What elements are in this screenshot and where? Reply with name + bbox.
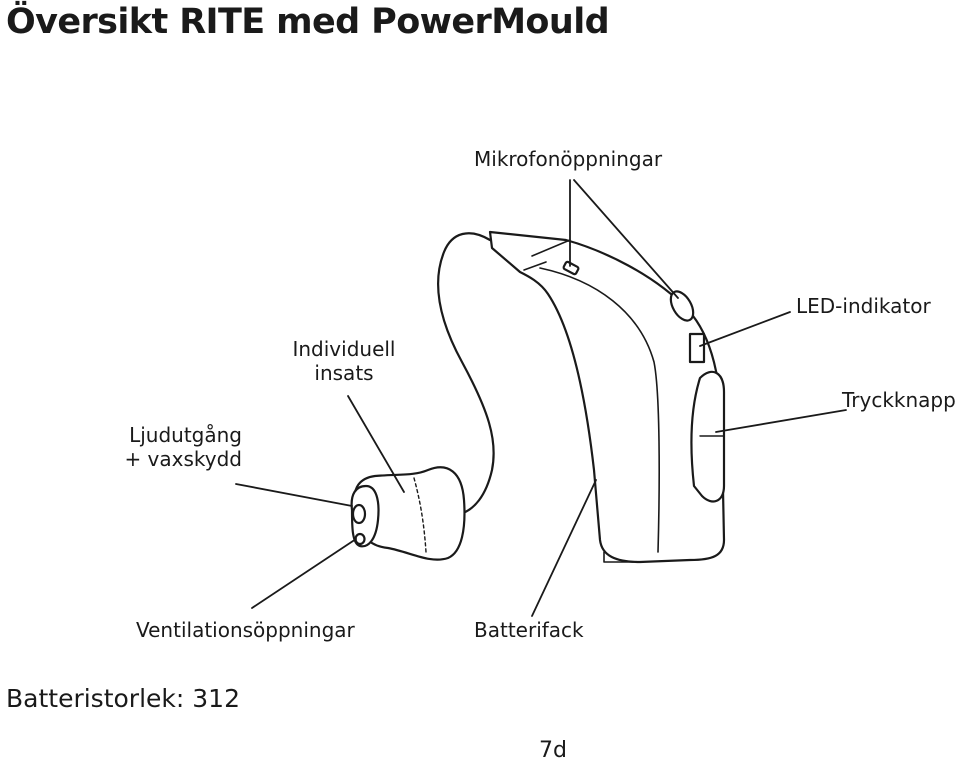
led-indicator (688, 332, 706, 364)
label-custom-insert-line2: insats (314, 361, 374, 385)
sound-outlet (351, 503, 367, 525)
leader-insert (347, 395, 405, 493)
leader-battery (531, 479, 597, 617)
page-number: 7d (539, 738, 567, 763)
page-title: Översikt RITE med PowerMould (6, 2, 610, 42)
leader-microphone-2 (573, 179, 679, 299)
leader-vent (251, 538, 357, 609)
leader-push-button (715, 409, 847, 433)
label-microphone-openings: Mikrofonöppningar (474, 147, 663, 171)
leader-sound-outlet (235, 483, 353, 507)
label-sound-outlet-line2: + vaxskydd (124, 447, 242, 471)
leader-led (699, 311, 791, 347)
label-custom-insert: Individuell insats (290, 337, 398, 385)
label-led-indicator: LED-indikator (796, 294, 931, 318)
label-sound-outlet: Ljudutgång + vaxskydd (110, 423, 242, 471)
label-sound-outlet-line1: Ljudutgång (129, 423, 242, 447)
label-battery-compartment: Batterifack (474, 618, 584, 642)
label-vent-openings: Ventilationsöppningar (136, 618, 355, 642)
microphone-opening (562, 260, 580, 276)
custom-insert-mould (350, 466, 466, 561)
hearing-aid-body (488, 230, 726, 564)
label-push-button: Tryckknapp (842, 388, 956, 412)
battery-size: Batteristorlek: 312 (6, 684, 240, 713)
receiver-wire (436, 232, 495, 516)
label-custom-insert-line1: Individuell (292, 337, 396, 361)
leader-lines (235, 179, 847, 617)
